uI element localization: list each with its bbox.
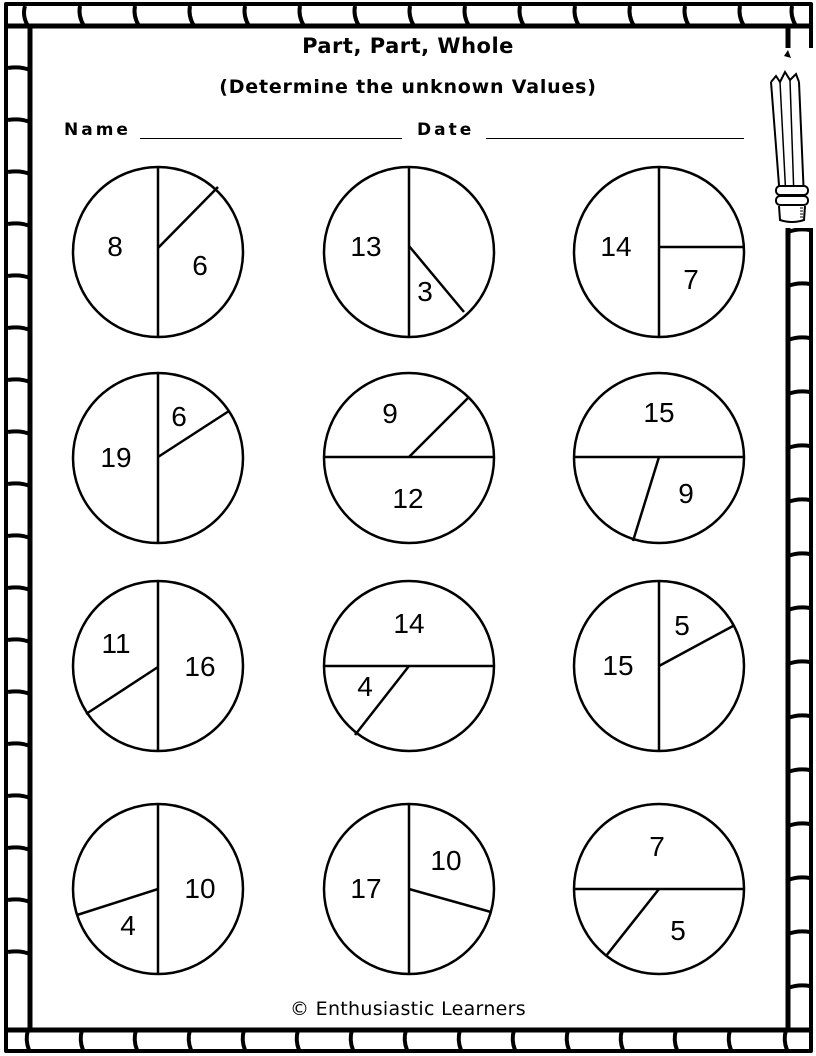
part-value: 9 (678, 478, 694, 509)
part-part-whole-circle: 5 15 (572, 579, 746, 753)
part-value: 9 (382, 398, 398, 429)
part-value: 11 (101, 628, 130, 659)
part-value: 10 (184, 873, 215, 904)
part-value: 4 (120, 910, 136, 941)
part-value: 14 (600, 231, 631, 262)
part-value: 15 (602, 650, 633, 681)
name-label: Name (64, 120, 131, 140)
part-value: 15 (643, 397, 674, 428)
part-part-whole-circle: 19 6 (71, 371, 245, 545)
part-part-whole-circle: 14 4 (322, 579, 496, 753)
date-label: Date (417, 120, 475, 140)
part-part-whole-circle: 10 4 (71, 802, 245, 976)
part-value: 13 (350, 231, 381, 262)
part-value: 7 (649, 831, 665, 862)
part-value: 5 (670, 915, 686, 946)
worksheet-subtitle: (Determine the unknown Values) (219, 76, 597, 98)
date-field[interactable] (486, 138, 744, 139)
part-part-whole-circle: 14 7 (572, 165, 746, 339)
part-value: 14 (393, 608, 424, 639)
pencil-icon (766, 48, 814, 228)
part-value: 19 (100, 442, 131, 473)
part-part-whole-circle: 8 6 (71, 165, 245, 339)
part-value: 5 (674, 610, 690, 641)
part-value: 3 (417, 276, 433, 307)
name-field[interactable] (140, 138, 402, 139)
part-value: 7 (683, 264, 699, 295)
part-part-whole-circle: 11 16 (71, 579, 245, 753)
part-value: 6 (171, 401, 187, 432)
part-value: 16 (184, 651, 215, 682)
part-value: 4 (357, 671, 373, 702)
part-part-whole-circle: 9 12 (322, 371, 496, 545)
part-value: 17 (350, 873, 381, 904)
part-part-whole-circle: 15 9 (572, 371, 746, 545)
part-part-whole-circle: 7 5 (572, 802, 746, 976)
part-value: 6 (192, 250, 208, 281)
copyright-footer: © Enthusiastic Learners (290, 998, 526, 1020)
part-value: 8 (107, 231, 123, 262)
part-part-whole-circle: 13 3 (322, 165, 496, 339)
part-part-whole-circle: 17 10 (322, 802, 496, 976)
worksheet-title: Part, Part, Whole (302, 34, 514, 58)
part-value: 10 (430, 845, 461, 876)
part-value: 12 (392, 483, 423, 514)
